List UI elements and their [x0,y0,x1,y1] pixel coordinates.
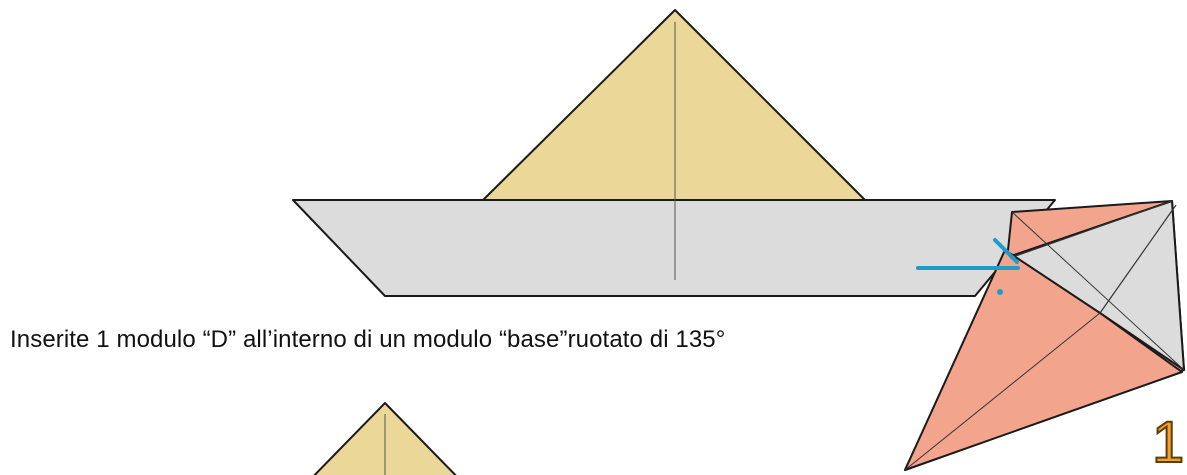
instruction-text: Inserite 1 modulo “D” all’interno di un … [10,326,726,353]
upper-boat-hull [292,199,1056,297]
module-d-fold-line-2 [1011,211,1185,371]
upper-boat-sail [479,9,869,204]
insertion-dot [997,289,1003,295]
module-d-fold-line-3 [1009,200,1173,259]
insertion-guide [916,238,1020,295]
module-d-fold-line-1 [904,312,1101,471]
rotated-module-d [904,200,1185,471]
insertion-tick [993,238,1019,264]
module-d-fold-line-4 [1099,204,1177,314]
step-number: 1 [1151,410,1185,475]
module-d-front-kite [904,249,1183,471]
